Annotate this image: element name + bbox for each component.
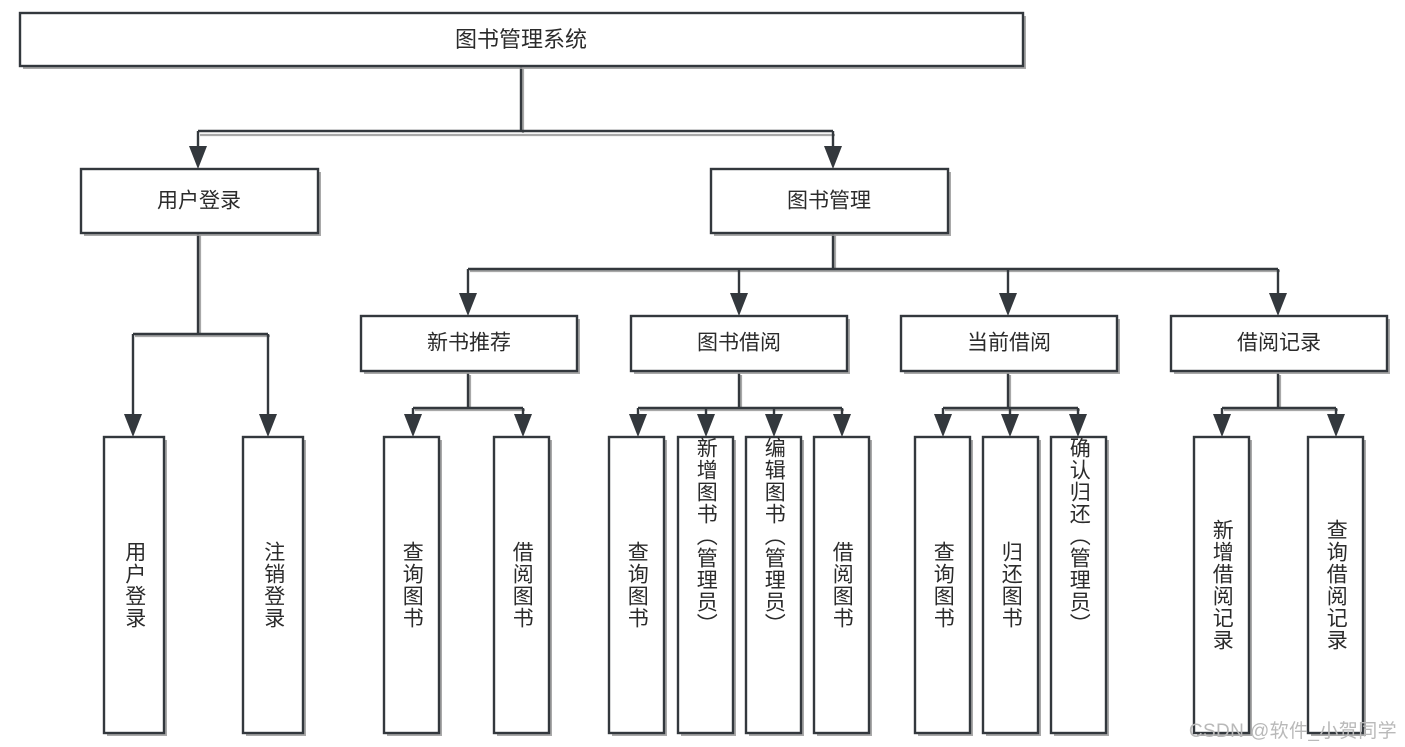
connector-layer [124, 67, 1345, 437]
node-borrowrecord-label: 借阅记录 [1237, 332, 1321, 355]
connector-currentborrow-shadow [945, 375, 1080, 412]
arrow-bookborrow-leaf1 [629, 414, 647, 437]
node-currentborrow-label: 当前借阅 [967, 332, 1051, 355]
connector-userlogin-shadow [135, 235, 270, 338]
arrow-bookmgmt-newbook [459, 293, 477, 316]
leaf-box-userlogin-1[interactable] [102, 435, 166, 735]
arrow-newbook-leaf1 [404, 414, 422, 437]
arrow-currentborrow-leaf3 [1069, 414, 1087, 437]
connector-bookmgmt-shadow [470, 235, 1280, 273]
node-userlogin-label: 用户登录 [157, 190, 241, 213]
leaf-box-bookborrow-4[interactable] [812, 435, 871, 735]
arrow-bookborrow-leaf2 [697, 414, 715, 437]
arrow-currentborrow-leaf1 [934, 414, 952, 437]
leaf-box-borrowrecord-2[interactable] [1306, 435, 1365, 735]
node-bookmgmt-label: 图书管理 [787, 190, 871, 213]
node-root-label: 图书管理系统 [455, 27, 587, 52]
node-borrowrecord-box[interactable] [1169, 314, 1389, 373]
arrow-root-to-bookmgmt [824, 146, 842, 169]
csdn-watermark: CSDN @软件_小贺同学 [1188, 721, 1397, 742]
node-bookmgmt-box[interactable] [709, 167, 950, 235]
arrow-bookmgmt-currentborrow [999, 293, 1017, 316]
arrow-borrowrecord-leaf1 [1213, 414, 1231, 437]
leaf-box-bookborrow-3[interactable] [744, 435, 803, 735]
leaf-box-currentborrow-3[interactable] [1049, 435, 1108, 735]
leaf-box-currentborrow-1[interactable] [913, 435, 972, 735]
arrow-currentborrow-leaf2 [1001, 414, 1019, 437]
leaf-box-newbook-2[interactable] [492, 435, 551, 735]
node-newbook-label: 新书推荐 [427, 332, 511, 355]
arrow-newbook-leaf2 [514, 414, 532, 437]
leaf-box-currentborrow-2[interactable] [981, 435, 1040, 735]
connector-newbook-shadow [415, 375, 525, 412]
arrow-bookmgmt-bookborrow [730, 293, 748, 316]
node-layer: 图书管理系统 用户登录 图书管理 新书推荐 图书借阅 当前借阅 借阅记录 [18, 11, 1390, 736]
arrow-root-to-userlogin [189, 146, 207, 169]
arrow-bookborrow-leaf3 [765, 414, 783, 437]
connector-root-shadow [200, 69, 835, 137]
arrow-bookmgmt-borrowrecord [1269, 293, 1287, 316]
arrow-userlogin-leaf1 [124, 414, 142, 437]
node-newbook-box[interactable] [359, 314, 579, 373]
connector-borrowrecord-shadow [1224, 375, 1338, 412]
node-root-box[interactable] [18, 11, 1025, 68]
node-userlogin-box[interactable] [79, 167, 320, 235]
node-currentborrow-box[interactable] [899, 314, 1119, 373]
connector-bookborrow-shadow [640, 375, 844, 412]
leaf-box-borrowrecord-1[interactable] [1192, 435, 1251, 735]
arrow-userlogin-leaf2 [259, 414, 277, 437]
node-bookborrow-box[interactable] [629, 314, 849, 373]
arrow-bookborrow-leaf4 [833, 414, 851, 437]
leaf-box-bookborrow-1[interactable] [607, 435, 666, 735]
leaf-box-bookborrow-2[interactable] [676, 435, 735, 735]
node-bookborrow-label: 图书借阅 [697, 332, 781, 355]
leaf-box-userlogin-2[interactable] [241, 435, 305, 735]
arrow-borrowrecord-leaf2 [1327, 414, 1345, 437]
leaf-box-newbook-1[interactable] [382, 435, 441, 735]
